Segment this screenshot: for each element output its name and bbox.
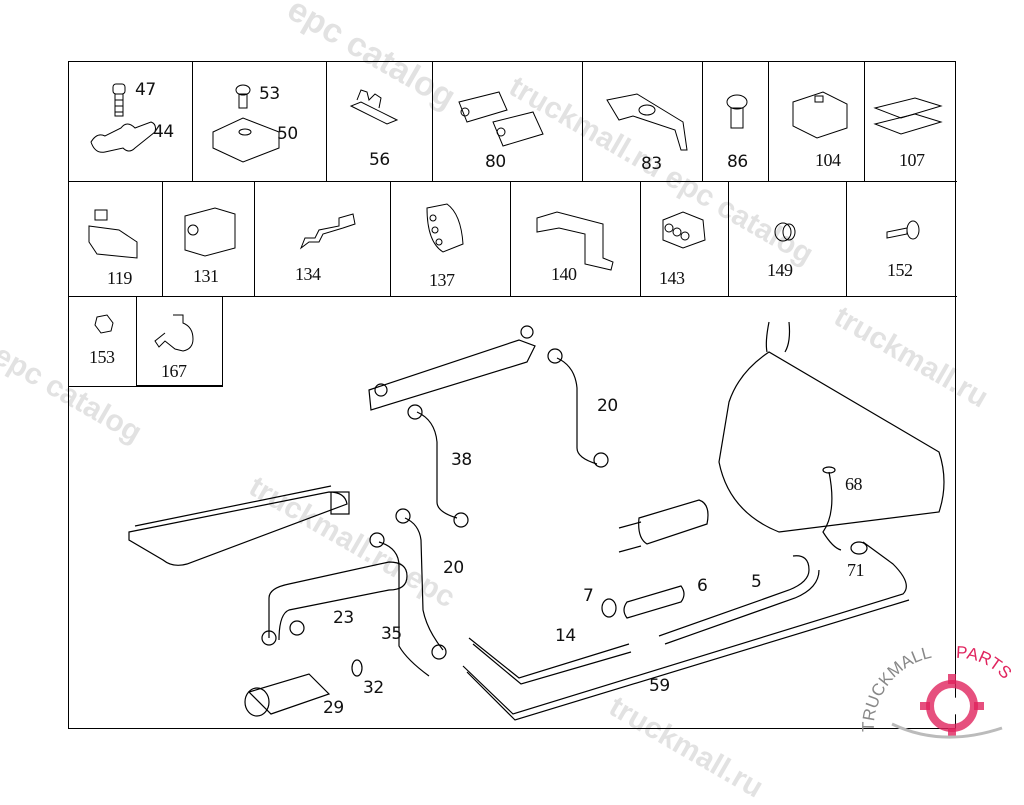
part-cell-131[interactable]: 131 (163, 182, 255, 297)
hose-68 (822, 471, 842, 551)
callout-71: 71 (847, 560, 865, 580)
part-label: 44 (153, 122, 174, 142)
callout-6: 6 (697, 576, 708, 596)
fuel-pump-29 (247, 673, 331, 715)
part-label: 140 (551, 264, 577, 284)
callout-23: 23 (333, 608, 354, 628)
bracket-icon (606, 93, 688, 151)
bolt-icon (90, 83, 156, 153)
part-label: 50 (277, 124, 298, 144)
callout-7: 7 (583, 586, 594, 606)
clip-strip-icon (299, 213, 356, 250)
part-cell-143[interactable]: 143 (641, 182, 729, 297)
callout-14: 14 (555, 626, 576, 646)
part-cell-86[interactable]: 86 (703, 62, 769, 182)
callout-5: 5 (751, 572, 762, 592)
clip-icon (349, 89, 399, 125)
hose-clip-icon (154, 314, 194, 352)
nut-icon (774, 222, 796, 242)
svg-text:PARTS: PARTS (956, 643, 1016, 683)
part-label: 153 (89, 347, 115, 367)
part-cell-119[interactable]: 119 (69, 182, 163, 297)
clamp-block-icon (212, 84, 280, 163)
double-clip-icon (873, 97, 943, 135)
hose-6 (623, 585, 685, 619)
clamp-71 (850, 541, 868, 555)
part-label: 104 (815, 150, 841, 170)
part-cell-134[interactable]: 134 (255, 182, 391, 297)
grommet-icon (726, 94, 748, 129)
callout-32: 32 (363, 678, 384, 698)
part-cell-140[interactable]: 140 (511, 182, 641, 297)
holder-icon (792, 91, 848, 139)
seal-ring-32 (351, 659, 363, 677)
line-59 (462, 541, 907, 715)
callout-59: 59 (649, 676, 670, 696)
part-label: 53 (259, 84, 280, 104)
part-cell-56[interactable]: 56 (327, 62, 433, 182)
pipe-23 (268, 561, 408, 641)
line-14 (468, 637, 630, 679)
part-label: 56 (369, 150, 390, 170)
injector-line-loop (128, 491, 348, 566)
part-cell-104[interactable]: 104 (769, 62, 865, 182)
part-cell-149[interactable]: 149 (729, 182, 847, 297)
clamp-bolt-icon (88, 209, 138, 259)
part-cell-80[interactable]: 80 (433, 62, 583, 182)
part-cell-167[interactable]: 167 (137, 297, 223, 387)
callout-20-upper: 20 (597, 396, 618, 416)
part-label: 143 (659, 268, 685, 288)
multi-clamp-icon (458, 91, 544, 147)
part-cell-83[interactable]: 83 (583, 62, 703, 182)
triple-grommet-icon (662, 211, 706, 249)
gear-logo-icon: TRUCKMALL PARTS (859, 643, 1016, 739)
part-cell-50-53[interactable]: 53 50 (193, 62, 327, 182)
part-label: 152 (887, 260, 913, 280)
truckmall-parts-logo: TRUCKMALL PARTS (852, 640, 1024, 750)
part-label: 167 (161, 361, 187, 381)
callout-68: 68 (845, 474, 863, 494)
line-5 (658, 555, 810, 637)
part-label: 119 (107, 268, 132, 288)
callout-29: 29 (323, 698, 344, 718)
part-label: 149 (767, 260, 793, 280)
part-label: 86 (727, 152, 748, 172)
pipe-35 (378, 541, 430, 677)
hex-nut-icon (94, 314, 114, 334)
fuel-filter (638, 499, 709, 545)
part-label: 134 (295, 264, 321, 284)
part-label: 107 (899, 150, 925, 170)
part-cell-44-47[interactable]: 47 44 (69, 62, 193, 182)
fuel-rail (368, 339, 536, 411)
logo-text-parts: PARTS (956, 643, 1016, 683)
part-label: 47 (135, 80, 156, 100)
diagram-frame: 47 44 53 50 56 80 83 (68, 61, 957, 729)
part-cell-152[interactable]: 152 (847, 182, 957, 297)
pipe-38 (416, 411, 458, 519)
callout-20-lower: 20 (443, 558, 464, 578)
callout-38: 38 (451, 450, 472, 470)
rubber-clamp-icon (426, 203, 464, 253)
part-cell-137[interactable]: 137 (391, 182, 511, 297)
screw-icon (886, 220, 920, 240)
fuel-system-assembly (128, 321, 945, 721)
svg-text:TRUCKMALL: TRUCKMALL (859, 643, 933, 732)
logo-text-truckmall: TRUCKMALL (859, 643, 933, 732)
clamp-7 (601, 598, 617, 618)
part-label: 131 (193, 266, 219, 286)
part-label: 83 (641, 154, 662, 174)
part-cell-107[interactable]: 107 (865, 62, 957, 182)
part-cell-153[interactable]: 153 (69, 297, 137, 387)
support-bracket-icon (536, 211, 614, 271)
pipe-20-upper (556, 357, 598, 465)
part-label: 80 (485, 152, 506, 172)
fuel-tank (718, 351, 945, 533)
block-clamp-icon (184, 207, 236, 257)
callout-35: 35 (381, 624, 402, 644)
part-label: 137 (429, 270, 455, 290)
pipe-20-lower (404, 517, 444, 651)
